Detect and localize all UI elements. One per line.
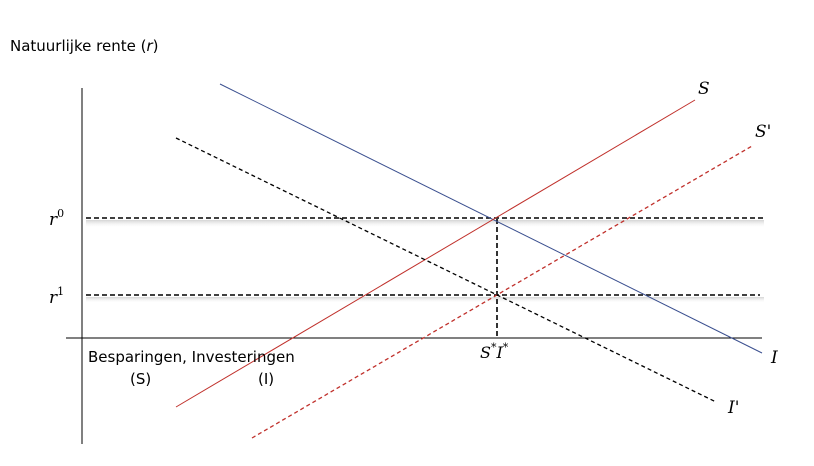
curve-label-S-prime: S': [755, 122, 771, 142]
x-axis-title-i: (I): [258, 370, 274, 388]
saving-line-S: [175, 99, 696, 408]
r1-label: r1: [49, 285, 64, 308]
curve-label-S: S: [698, 79, 710, 99]
r0-base: r: [49, 210, 58, 230]
r0-line-shadow: [86, 220, 764, 228]
investment-line-I: [219, 83, 763, 354]
y-axis-title-symbol: r: [146, 37, 153, 55]
y-axis-title-prefix: Natuurlijke rente (: [10, 37, 146, 55]
saving-line-S-prime: [251, 145, 753, 439]
x-axis-title: Besparingen, Investeringen: [88, 348, 295, 366]
eq-i: I: [495, 343, 503, 362]
equilibrium-label: S*I*: [480, 341, 509, 362]
y-axis-title: Natuurlijke rente (r): [10, 37, 158, 55]
r1-sup: 1: [57, 285, 64, 298]
x-axis-title-s: (S): [130, 370, 151, 388]
r0-label: r0: [49, 207, 64, 230]
y-axis-title-suffix: ): [153, 37, 159, 55]
eq-i-sup: *: [503, 341, 509, 354]
r1-base: r: [49, 288, 58, 308]
investment-line-I-prime: [175, 137, 717, 403]
r1-line-shadow: [86, 297, 764, 303]
r0-sup: 0: [57, 207, 64, 220]
eq-s: S: [480, 343, 491, 362]
curve-label-I-prime: I': [727, 398, 739, 418]
eq-s-sup: *: [491, 341, 497, 354]
curve-label-I: I: [770, 348, 778, 368]
